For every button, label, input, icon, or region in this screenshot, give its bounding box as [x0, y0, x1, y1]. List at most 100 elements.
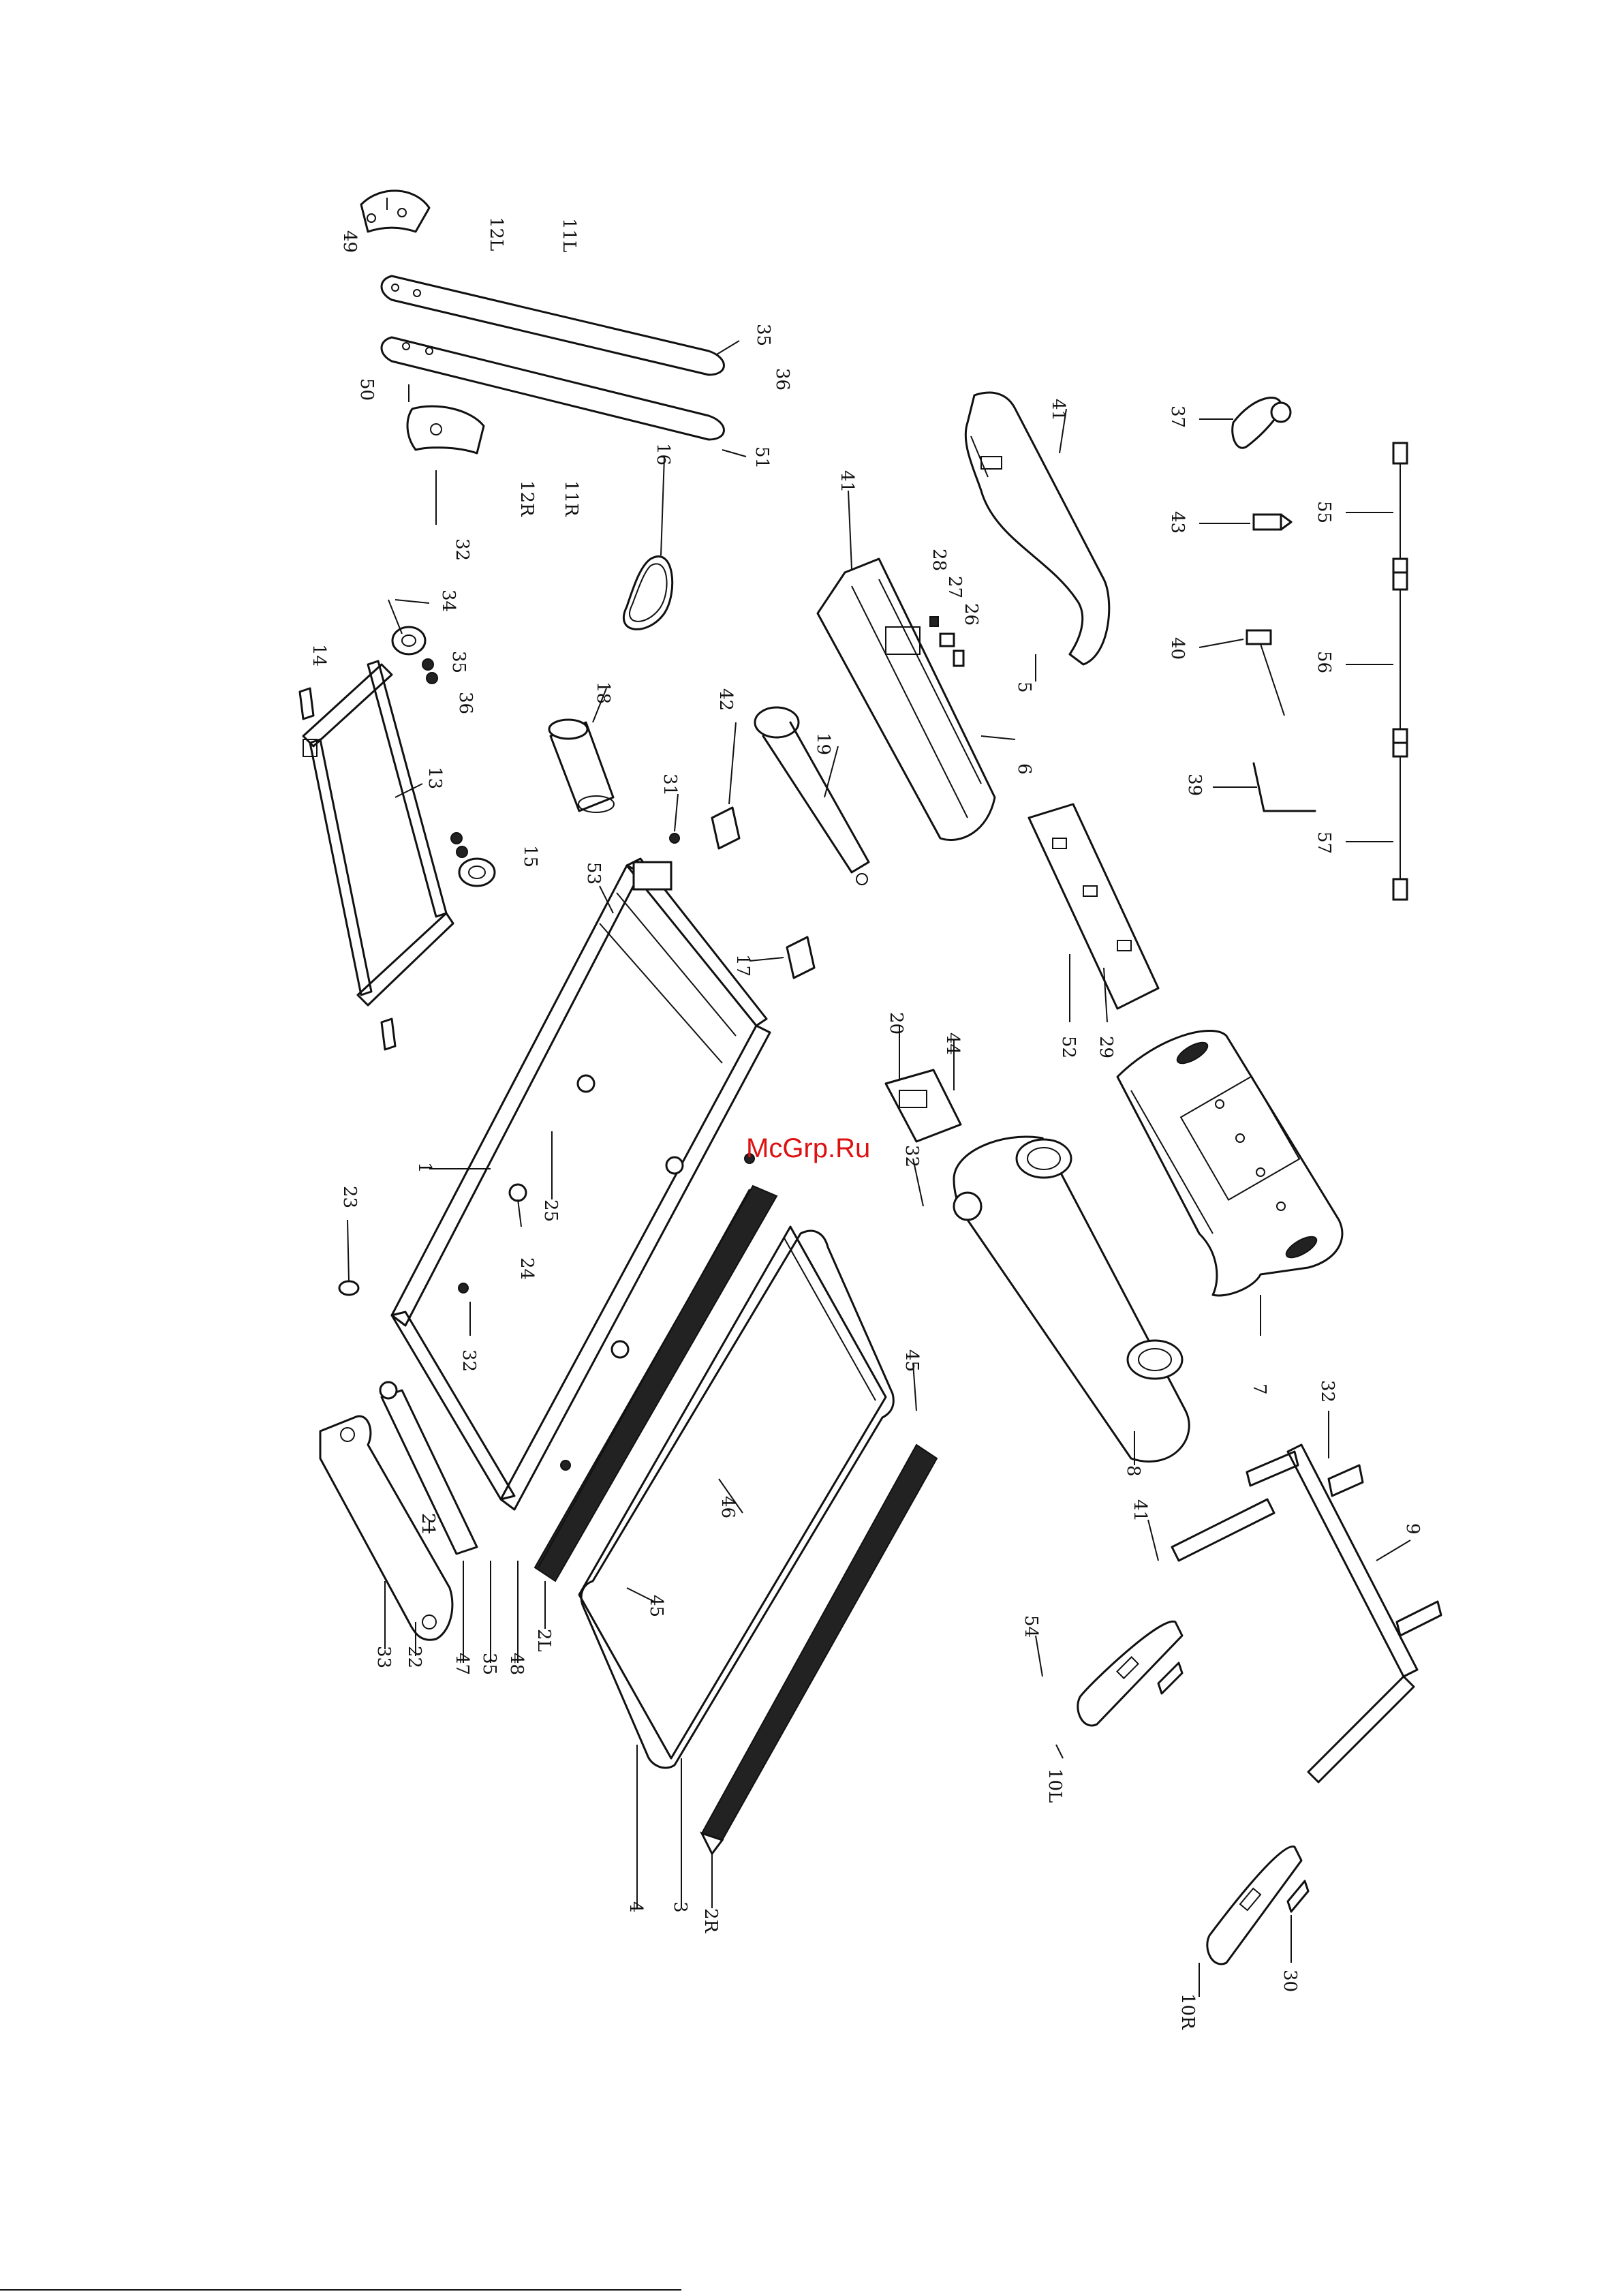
label-34: 34	[438, 590, 459, 612]
label-12R: 12R	[516, 480, 537, 517]
label-44: 44	[942, 1032, 963, 1055]
label-35a: 35	[753, 324, 773, 346]
label-15: 15	[520, 845, 540, 868]
label-5: 5	[1014, 682, 1034, 693]
small-part-28	[930, 617, 938, 626]
label-21: 21	[418, 1513, 438, 1535]
label-50: 50	[356, 378, 377, 401]
label-45b: 45	[646, 1595, 666, 1617]
label-18: 18	[593, 682, 613, 704]
upright-frame-9	[1172, 1445, 1441, 1782]
label-33: 33	[373, 1646, 394, 1668]
label-53: 53	[583, 862, 604, 885]
label-48: 48	[506, 1653, 527, 1675]
safety-key-37	[1233, 398, 1290, 448]
label-36a: 36	[772, 368, 792, 391]
label-32d: 32	[1317, 1380, 1338, 1403]
label-56: 56	[1314, 651, 1334, 673]
label-27: 27	[944, 576, 965, 598]
motor-base-6	[818, 559, 995, 840]
label-57: 57	[1314, 831, 1334, 854]
small-part-27	[940, 634, 954, 646]
label-41b: 41	[1048, 399, 1068, 421]
label-32a: 32	[452, 538, 472, 561]
small-part-26	[954, 651, 963, 666]
sensor-43	[1254, 515, 1291, 530]
cable-57	[1393, 743, 1407, 900]
label-16: 16	[653, 443, 673, 465]
watermark: McGrp.Ru	[746, 1133, 870, 1163]
running-deck-3	[579, 1227, 886, 1758]
label-39: 39	[1184, 774, 1205, 796]
label-37: 37	[1167, 405, 1188, 428]
label-11L: 11L	[559, 218, 579, 252]
foot-14	[300, 688, 313, 719]
label-42: 42	[715, 688, 736, 711]
label-10R: 10R	[1177, 1993, 1198, 2030]
motor-18	[549, 720, 614, 812]
label-22: 22	[404, 1646, 424, 1668]
incline-base-13	[303, 661, 453, 1005]
label-25: 25	[540, 1199, 561, 1222]
leveling-foot-23	[339, 1281, 358, 1295]
label-4: 4	[625, 1901, 646, 1913]
label-14: 14	[309, 644, 329, 667]
label-17: 17	[732, 954, 753, 977]
screw-31	[670, 833, 679, 843]
label-11R: 11R	[561, 480, 581, 517]
label-20: 20	[886, 1012, 906, 1035]
label-8: 8	[1123, 1465, 1143, 1477]
label-54: 54	[1021, 1615, 1041, 1638]
bracket-42	[712, 808, 739, 848]
label-19: 19	[813, 733, 833, 755]
label-1: 1	[414, 1162, 435, 1174]
label-10L: 10L	[1045, 1769, 1065, 1803]
label-40: 40	[1167, 637, 1188, 660]
label-32b: 32	[901, 1145, 922, 1167]
button-30	[1288, 1881, 1308, 1912]
label-28: 28	[929, 549, 949, 571]
cable-56	[1393, 572, 1407, 743]
label-24: 24	[516, 1257, 537, 1280]
handle-10L	[1078, 1621, 1182, 1726]
label-6: 6	[1014, 763, 1034, 775]
label-2R: 2R	[700, 1908, 721, 1934]
roller-bracket-15	[451, 833, 495, 886]
controller-20	[886, 1070, 961, 1142]
label-32c: 32	[459, 1349, 479, 1372]
main-frame-1	[392, 859, 770, 1510]
label-55: 55	[1314, 501, 1334, 523]
label-49: 49	[339, 230, 360, 253]
label-13: 13	[424, 767, 445, 789]
allen-wrench-39	[1254, 763, 1315, 811]
label-35b: 35	[448, 651, 469, 673]
label-31: 31	[660, 774, 680, 796]
button-54	[1158, 1663, 1182, 1694]
label-41a: 41	[837, 470, 857, 493]
label-46: 46	[717, 1496, 738, 1518]
handlebar-11L	[382, 276, 724, 375]
motor-cover-41	[965, 393, 1109, 664]
cable-55	[1393, 443, 1407, 572]
label-43: 43	[1167, 511, 1188, 534]
plate-52	[1029, 804, 1158, 1009]
label-47: 47	[452, 1653, 472, 1675]
label-26: 26	[961, 603, 981, 626]
label-45a: 45	[901, 1349, 922, 1372]
label-2L: 2L	[534, 1629, 554, 1652]
roller-34	[388, 600, 437, 684]
switch-40	[1247, 630, 1284, 716]
label-7: 7	[1249, 1383, 1269, 1395]
foot-14b	[382, 1019, 395, 1050]
end-cap-12L	[361, 191, 429, 232]
label-12L: 12L	[486, 217, 506, 251]
label-23: 23	[339, 1186, 360, 1208]
label-36b: 36	[455, 692, 476, 714]
front-roller-19	[755, 707, 869, 885]
console-frame-8	[954, 1137, 1189, 1461]
label-29: 29	[1096, 1036, 1116, 1058]
label-30: 30	[1280, 1970, 1300, 1992]
label-9: 9	[1402, 1523, 1423, 1535]
label-41c: 41	[1130, 1499, 1150, 1522]
